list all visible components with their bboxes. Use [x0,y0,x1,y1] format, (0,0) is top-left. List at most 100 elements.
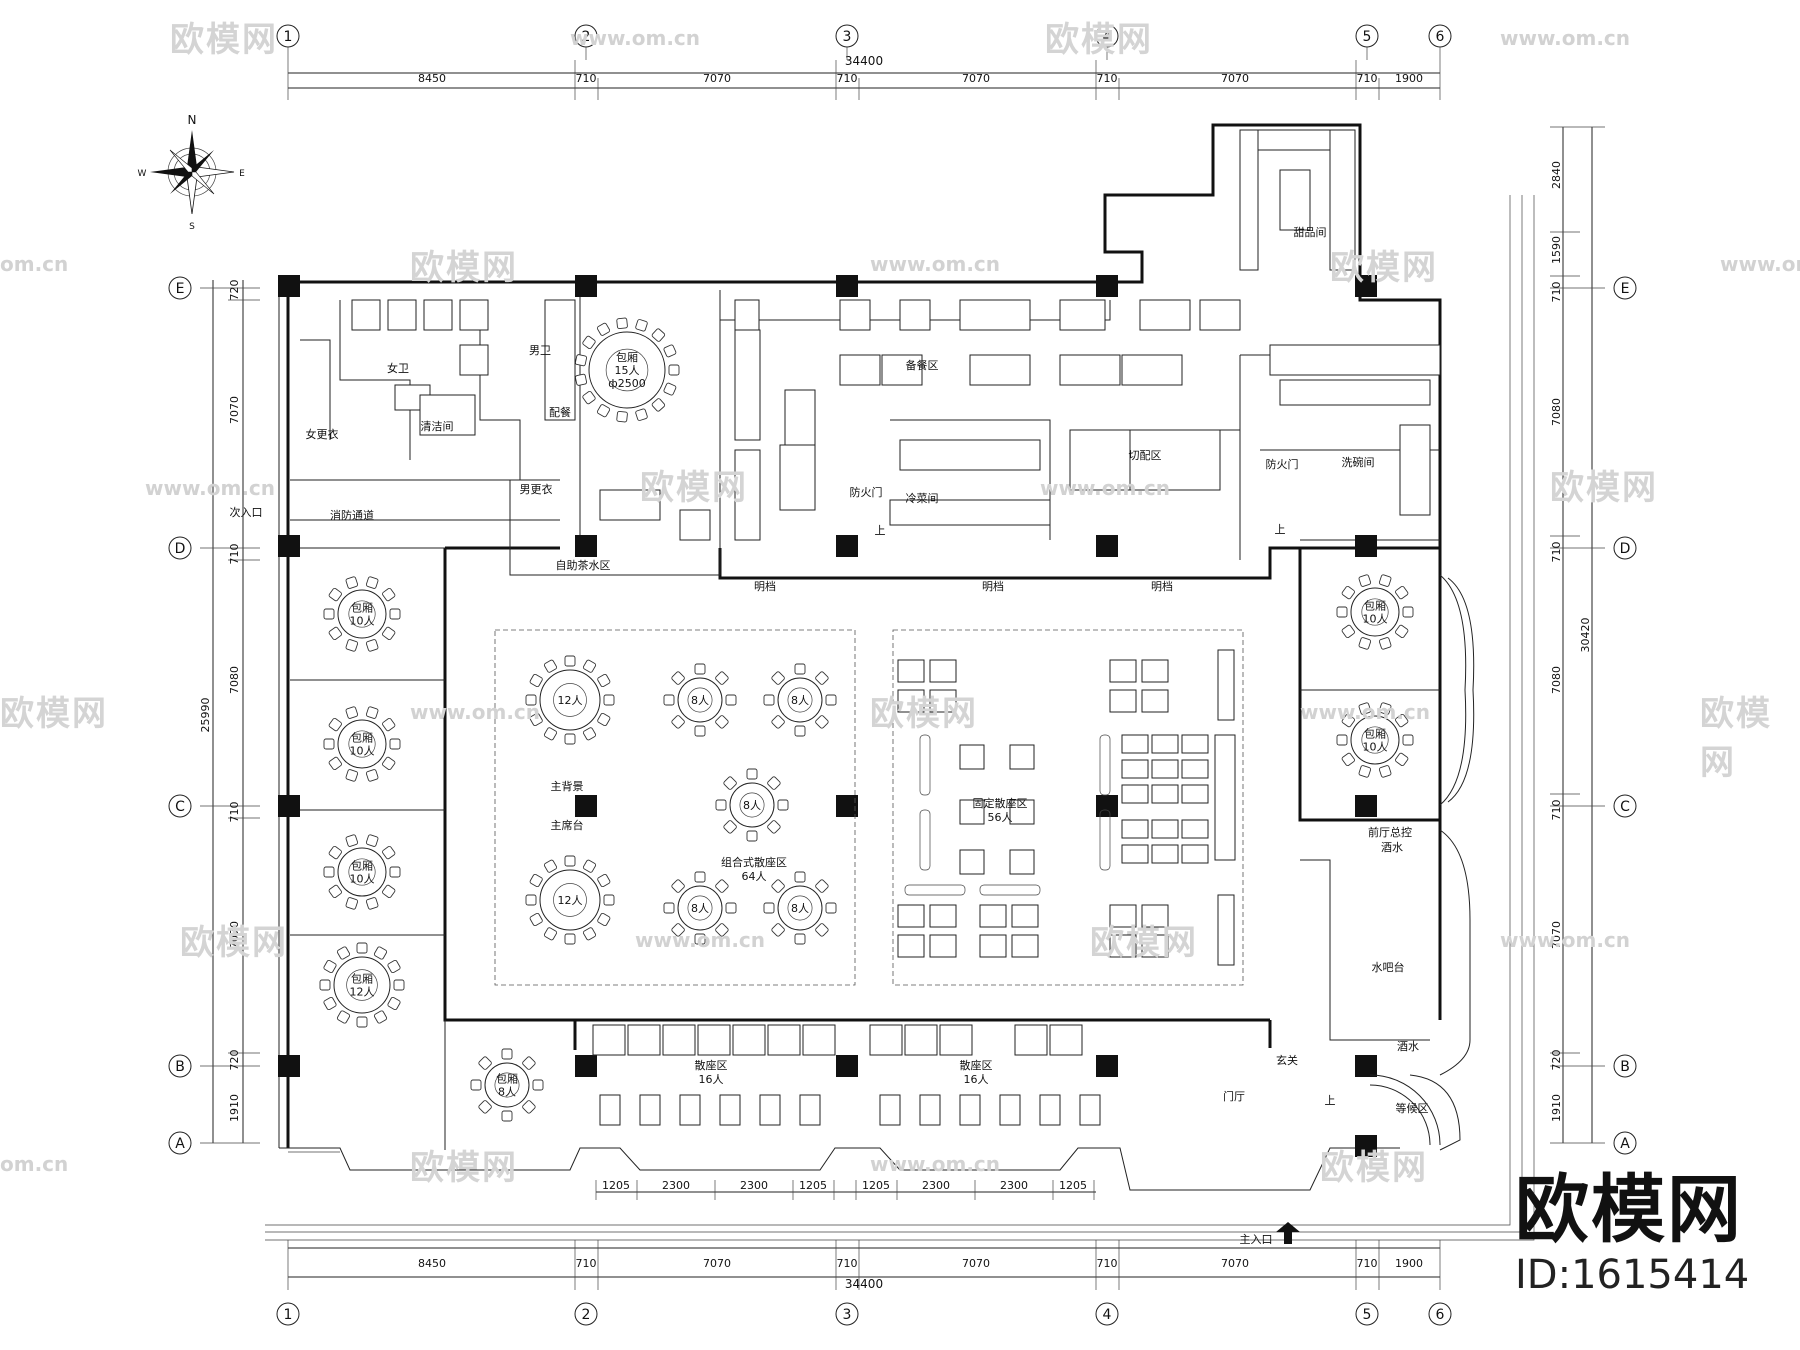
chair [365,639,379,652]
compass-n: N [188,113,197,127]
chair [1358,574,1372,587]
right-dim-5: 710 [1550,542,1563,563]
chair [771,879,785,893]
chair [671,879,685,893]
chair [345,706,359,719]
axis-row-e-right: E [1621,281,1630,297]
chair [767,776,781,790]
right-dim-8: 7070 [1550,921,1563,949]
watermark-url: om.cn [0,252,69,276]
chair [715,671,729,685]
label-stair-up: 上 [875,524,886,537]
table-label: 12人 [350,986,375,999]
chair [532,1079,544,1091]
top-dim-3: 7070 [703,72,731,85]
chair [564,933,576,945]
table-12-a: 12人 [525,655,615,745]
chair [336,1010,351,1024]
bottom-dim-2: 710 [576,1257,597,1270]
chair [668,364,680,376]
watermark-logo: 欧模网 [180,923,288,963]
lazy-susan [787,895,813,921]
chair [501,1110,513,1122]
label-stair-up3: 上 [1325,1094,1336,1107]
chair [323,608,335,620]
axis-row-a-left: A [175,1136,185,1152]
label-front-desk: 前厅总控 [1368,825,1412,839]
watermark-logo: 欧模网 [410,248,518,288]
table-top [333,956,391,1014]
inner-dim-b3: 2300 [1000,1179,1028,1192]
axis-row-c-right: C [1620,799,1630,815]
left-total-dim: 25990 [199,698,212,733]
table-8-d: 8人 [663,871,737,945]
label-scatter-b-count: 16人 [964,1073,989,1086]
inner-dim-b4: 1205 [1059,1179,1087,1192]
chair [382,884,396,899]
bottom-dim-1: 8450 [418,1257,446,1270]
chair [574,354,588,367]
label-prep: 备餐区 [906,358,939,372]
bottom-axis-bubbles: 1 2 3 4 5 6 [276,1302,1452,1326]
lazy-susan [494,1072,520,1098]
label-drinks: 酒水 [1381,841,1403,854]
table-label: 包厢 [1364,728,1386,741]
bottom-total-dim: 34400 [845,1277,883,1291]
axis-col-4-top: 4 [1103,29,1112,45]
chair [603,894,615,906]
table-label: 8人 [691,902,709,915]
label-cold-dish: 冷菜间 [906,492,939,505]
label-side-entry: 次入口 [230,505,263,519]
label-self-tea: 自助茶水区 [556,558,611,572]
label-fixed-count: 56人 [988,811,1013,824]
axis-col-2-bottom: 2 [582,1307,591,1323]
chair [345,576,359,589]
table-label: 8人 [743,799,761,812]
axis-col-3-top: 3 [843,29,852,45]
brand-name: 欧模网 [1515,1167,1743,1253]
watermark-logo: 欧模网 [1320,1148,1428,1188]
chair [1358,765,1372,778]
compass-w: W [138,169,147,179]
top-dim-6: 710 [1097,72,1118,85]
chair [1402,734,1414,746]
lazy-susan [348,858,376,886]
label-main-entry: 主入口 [1240,1233,1273,1246]
chair [671,715,685,729]
top-dim-5: 7070 [962,72,990,85]
axis-col-4-bottom: 4 [1103,1307,1112,1323]
chair [387,959,401,974]
chair [597,673,611,688]
label-bar-area: 明档 [754,579,776,593]
table-8-e: 8人 [763,871,837,945]
chair [323,738,335,750]
chair [671,671,685,685]
table-top [729,782,775,828]
lazy-susan [553,683,587,717]
table-label: 包厢 [351,973,373,986]
label-fire-door: 防火门 [850,485,883,499]
top-dim-8: 710 [1357,72,1378,85]
chair [365,769,379,782]
chair [543,859,558,873]
left-axis-bubbles: E D C B A [168,276,192,1155]
inner-dim-a1: 1205 [602,1179,630,1192]
chair [1336,734,1348,746]
chair [356,942,368,954]
bottom-dim-8: 710 [1357,1257,1378,1270]
left-dim-7: 720 [228,1050,241,1071]
chair [522,1056,536,1070]
watermark-url: www.om.cn [410,700,541,724]
right-dimension-lines [1550,126,1605,1144]
lazy-susan [605,348,649,392]
label-fire-door2: 防火门 [1266,457,1299,471]
table-top [588,331,666,409]
chair [393,979,405,991]
axis-row-b-right: B [1620,1059,1630,1075]
watermark-url: www.om.cn [870,252,1001,276]
table-top [777,677,823,723]
label-combo-count: 64人 [742,870,767,883]
chair [382,756,396,771]
table-label: 包厢 [351,860,373,873]
chair [715,715,729,729]
